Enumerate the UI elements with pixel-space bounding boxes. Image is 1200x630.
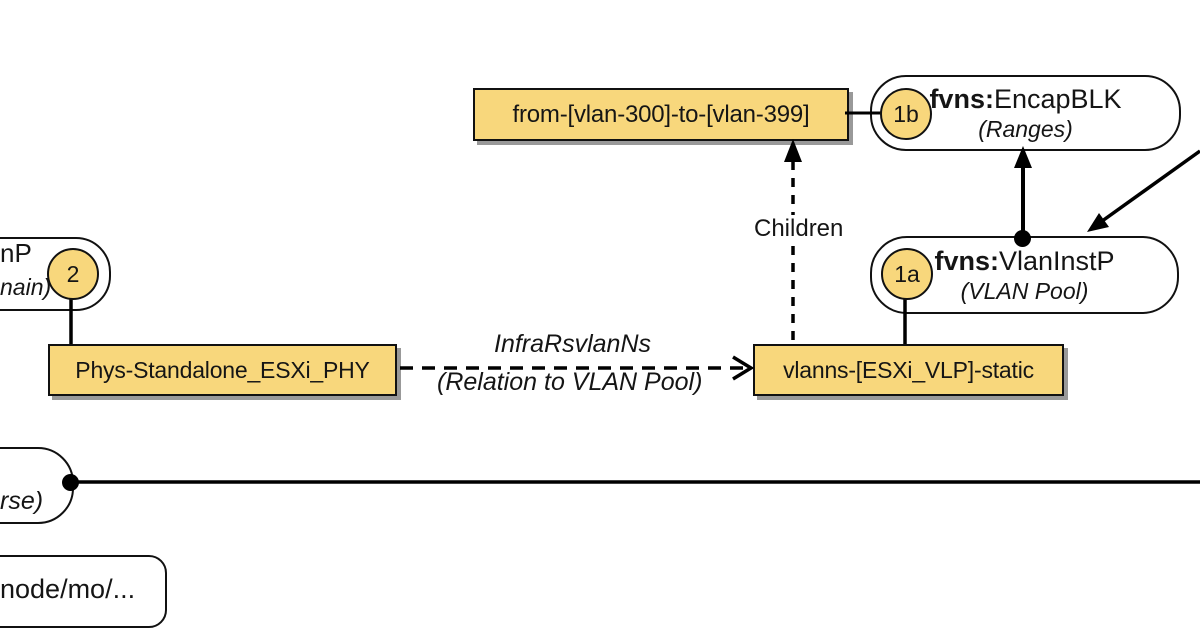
step-badge-2: 2 — [47, 248, 99, 300]
children-edge-label: Children — [750, 215, 848, 243]
physdom-subtitle-fragment: nain) — [0, 274, 52, 300]
node-phys-domain[interactable]: Phys-Standalone_ESXi_PHY — [48, 344, 397, 396]
class-prefix: fvns: — [934, 246, 999, 276]
class-subtitle: (Ranges) — [978, 116, 1073, 142]
relation-name-label: InfraRsvlanNs — [494, 330, 651, 358]
step-badge-1b: 1b — [880, 88, 932, 140]
class-pill-universe — [0, 447, 74, 524]
diagonal-edge — [1096, 149, 1200, 226]
node-vlan-pool[interactable]: vlanns-[ESXi_VLP]-static — [753, 344, 1064, 396]
class-title: fvns:VlanInstP — [934, 245, 1114, 277]
class-subtitle: (VLAN Pool) — [960, 278, 1089, 304]
diagonal-arrowhead-icon — [1087, 213, 1109, 232]
junction-dot-universe — [62, 474, 79, 491]
api-url-label: node/mo/... — [0, 574, 136, 604]
relation-arrowhead-icon — [732, 355, 755, 381]
class-name: VlanInstP — [998, 246, 1115, 276]
node-encap-block-range[interactable]: from-[vlan-300]-to-[vlan-399] — [473, 88, 849, 141]
class-name: EncapBLK — [993, 84, 1122, 114]
physdom-title-fragment: nP — [0, 238, 32, 268]
api-url-box — [0, 555, 167, 628]
class-prefix: fvns: — [929, 84, 994, 114]
class-title: fvns:EncapBLK — [929, 83, 1121, 115]
universe-subtitle-fragment: rse) — [0, 487, 44, 515]
class-pill-vlaninstp: fvns:VlanInstP (VLAN Pool) — [870, 236, 1179, 314]
children-arrowhead-icon — [784, 139, 802, 162]
contains-arrowhead-icon — [1014, 146, 1032, 168]
class-pill-encapblk: fvns:EncapBLK (Ranges) — [870, 75, 1181, 151]
junction-dot-vlaninstp — [1014, 230, 1031, 247]
step-badge-1a: 1a — [881, 248, 933, 300]
relation-subtitle-label: (Relation to VLAN Pool) — [437, 368, 703, 396]
